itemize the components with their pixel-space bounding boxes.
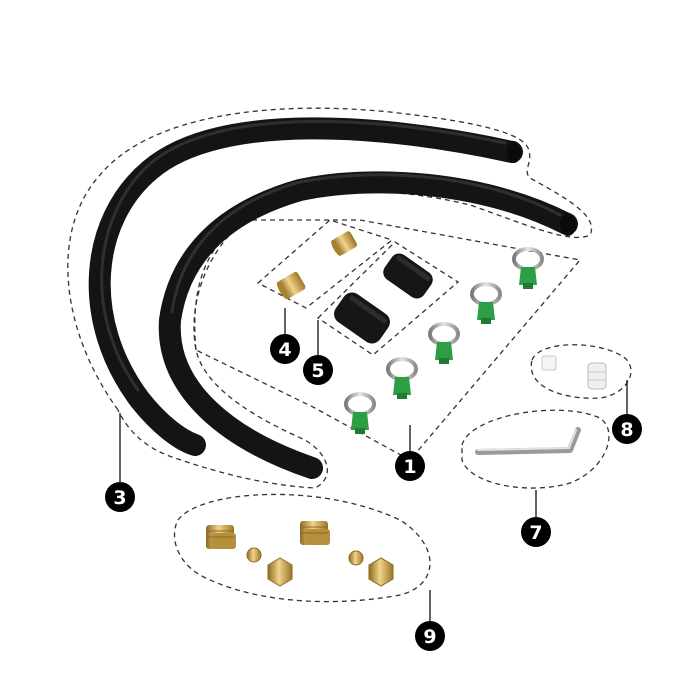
hose-inner-end bbox=[560, 214, 576, 236]
svg-text:1: 1 bbox=[403, 456, 416, 478]
fitting-set-left bbox=[206, 525, 293, 587]
hose-clamp bbox=[344, 392, 376, 434]
leader-lines bbox=[119, 308, 628, 622]
outline-hex-key bbox=[461, 409, 610, 489]
svg-text:5: 5 bbox=[311, 360, 324, 382]
outline-brass-sleeves bbox=[256, 219, 394, 309]
hose-clamp bbox=[470, 282, 502, 324]
hose-inner bbox=[158, 171, 578, 479]
callout-9: 9 bbox=[415, 621, 445, 651]
brass-sleeve bbox=[276, 271, 306, 300]
compression-ring bbox=[348, 550, 364, 566]
svg-text:7: 7 bbox=[529, 522, 542, 544]
fitting-set-right bbox=[300, 521, 394, 587]
outline-rubber-sleeves bbox=[316, 241, 460, 356]
hose-clamp bbox=[386, 357, 418, 399]
white-gland bbox=[587, 362, 607, 390]
callouts: 3 4 5 1 8 7 9 bbox=[105, 334, 642, 651]
hose-clamp bbox=[512, 247, 544, 289]
hex-key bbox=[475, 427, 581, 455]
outline-clamps bbox=[194, 219, 582, 461]
compression-ring bbox=[246, 547, 262, 563]
outline-small-parts bbox=[530, 344, 632, 399]
rubber-sleeve bbox=[383, 253, 433, 299]
rubber-sleeve bbox=[334, 292, 390, 344]
callout-8: 8 bbox=[612, 414, 642, 444]
callout-3: 3 bbox=[105, 482, 135, 512]
white-insert bbox=[541, 355, 557, 371]
compression-nut bbox=[368, 557, 394, 587]
svg-text:3: 3 bbox=[113, 487, 126, 509]
hose-inner-highlight bbox=[170, 173, 562, 314]
svg-text:8: 8 bbox=[620, 419, 633, 441]
callout-7: 7 bbox=[521, 517, 551, 547]
compression-nut bbox=[267, 557, 293, 587]
callout-5: 5 bbox=[303, 355, 333, 385]
threaded-connector bbox=[206, 525, 236, 549]
hose-outer-end bbox=[507, 141, 521, 163]
brass-sleeve bbox=[331, 231, 358, 256]
hose-outer bbox=[88, 117, 523, 456]
outline-hoses bbox=[67, 107, 593, 489]
hose-clamps bbox=[344, 247, 544, 434]
svg-text:9: 9 bbox=[423, 626, 436, 648]
hose-clamp bbox=[428, 322, 460, 364]
svg-text:4: 4 bbox=[278, 339, 291, 361]
callout-4: 4 bbox=[270, 334, 300, 364]
hose-outer-highlight bbox=[100, 119, 507, 392]
rubber-sleeves bbox=[334, 253, 433, 344]
threaded-connector bbox=[300, 521, 330, 545]
brass-sleeves bbox=[276, 231, 358, 300]
hoses bbox=[88, 117, 578, 479]
outline-fittings bbox=[173, 493, 431, 603]
small-white-parts bbox=[541, 355, 607, 390]
brass-fittings bbox=[206, 521, 394, 587]
callout-1: 1 bbox=[395, 451, 425, 481]
